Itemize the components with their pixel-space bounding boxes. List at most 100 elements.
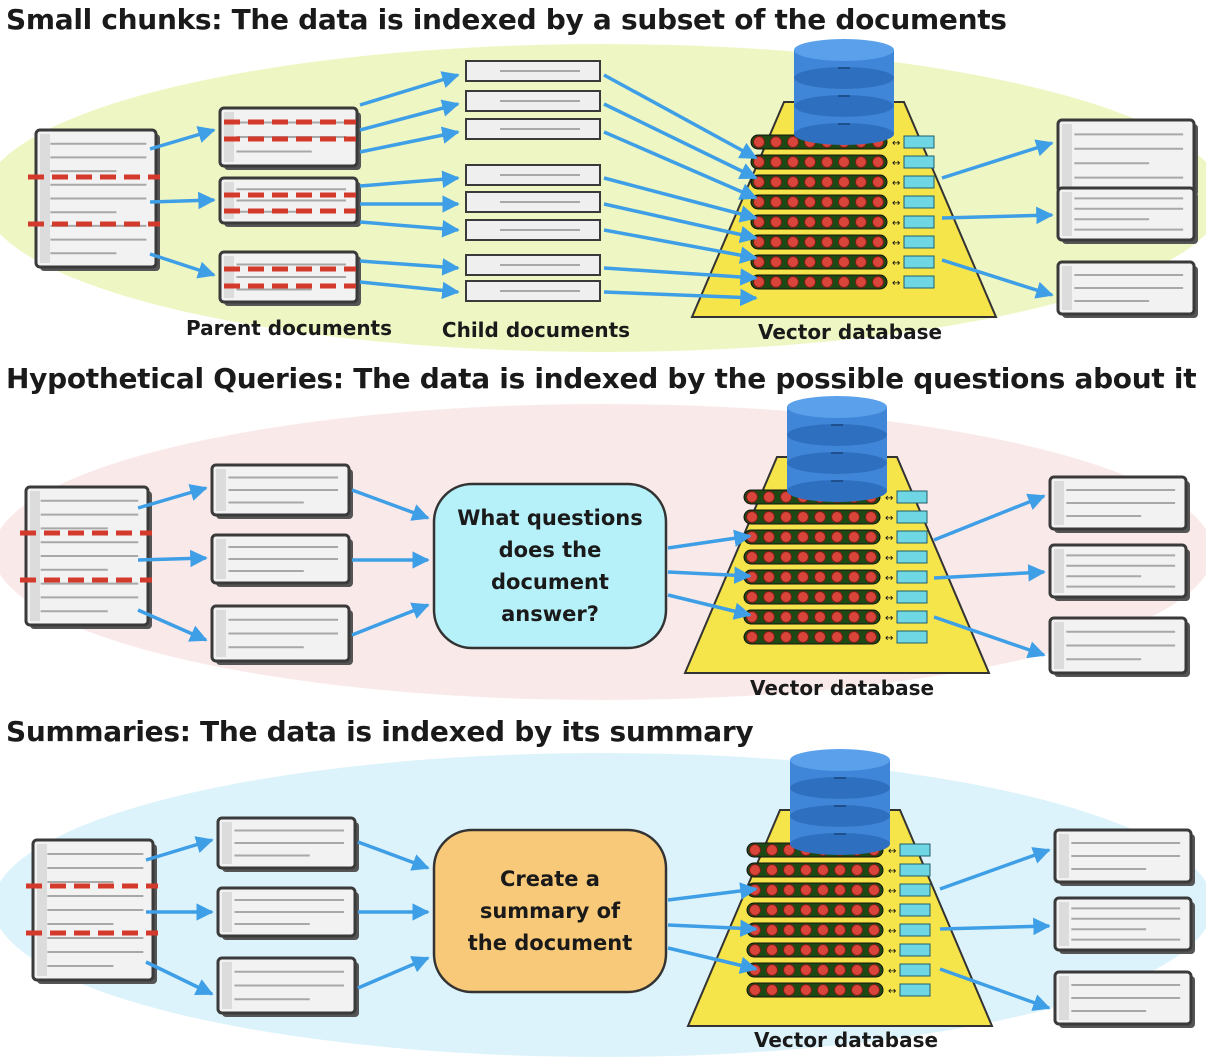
link-glyph: ↔ (892, 258, 900, 269)
vector-cell (834, 904, 846, 916)
vector-cell (865, 511, 877, 523)
vector-cell (855, 236, 867, 248)
doc-margin (216, 469, 226, 511)
link-glyph: ↔ (888, 946, 896, 957)
vector-cell (797, 511, 809, 523)
vector-cell (831, 511, 843, 523)
arrow (939, 917, 1051, 936)
vector-capsule (743, 629, 881, 645)
vector-cell (763, 611, 775, 623)
vector-cell (834, 924, 846, 936)
link-glyph: ↔ (888, 926, 896, 937)
doc-margin (40, 134, 50, 263)
vector-row: ↔ (746, 942, 931, 958)
link-glyph: ↔ (892, 238, 900, 249)
vector-cell (817, 884, 829, 896)
process-box (432, 828, 668, 994)
link-glyph: ↔ (888, 966, 896, 977)
vector-cell (814, 571, 826, 583)
arrow (603, 202, 758, 244)
vector-cell (766, 944, 778, 956)
vector-capsule (746, 942, 884, 958)
cylinder-top (794, 39, 894, 61)
vector-tag (899, 943, 931, 957)
doc-margin (216, 539, 226, 579)
process-text: Create a (500, 867, 600, 891)
vector-cell (787, 216, 799, 228)
doc-margin (222, 892, 232, 932)
vector-cell (851, 884, 863, 896)
section-bg-small-chunks (0, 44, 1206, 352)
vector-cell (780, 531, 792, 543)
vector-cell (817, 964, 829, 976)
arrow (941, 258, 1054, 299)
vector-cell (838, 196, 850, 208)
vector-cell (780, 631, 792, 643)
link-glyph: ↔ (892, 218, 900, 229)
arrow (351, 602, 430, 637)
vector-database-2: ↔↔↔↔↔↔↔↔ (683, 456, 991, 674)
vector-cell (780, 491, 792, 503)
vector-database-1: ↔↔↔↔↔↔↔↔ (690, 101, 998, 318)
link-glyph: ↔ (888, 986, 896, 997)
vector-row: ↔ (746, 962, 931, 978)
arrow (149, 126, 216, 151)
vector-cell (872, 156, 884, 168)
vector-capsule (750, 174, 888, 190)
vector-row: ↔ (743, 529, 928, 545)
vector-cell (872, 256, 884, 268)
label-vector-database-2: Vector database (750, 676, 934, 700)
link-glyph: ↔ (885, 613, 893, 624)
arrow (603, 176, 758, 223)
vector-cell (783, 864, 795, 876)
doc-page (1053, 896, 1193, 952)
child-doc (465, 90, 601, 112)
doc-page (1056, 186, 1196, 242)
vector-cell (800, 864, 812, 876)
vector-tag (896, 610, 928, 624)
doc-margin (1059, 976, 1069, 1020)
doc-margin (1062, 124, 1072, 188)
vector-cell (848, 571, 860, 583)
vector-tag (903, 175, 935, 189)
vector-cell (814, 551, 826, 563)
vector-row: ↔ (743, 629, 928, 645)
arrow (939, 967, 1051, 1011)
result-doc-3 (1056, 260, 1198, 318)
link-glyph: ↔ (885, 533, 893, 544)
arrow (933, 493, 1046, 542)
doc-chunk-4 (216, 816, 359, 872)
vector-cell (814, 591, 826, 603)
vector-cell (848, 511, 860, 523)
vector-cell (817, 984, 829, 996)
vector-cell (783, 944, 795, 956)
vector-row: ↔ (750, 214, 935, 230)
section-title-summaries: Summaries: The data is indexed by its su… (6, 715, 754, 748)
vector-cell (848, 551, 860, 563)
vector-tag (899, 923, 931, 937)
vector-capsule (743, 549, 881, 565)
vector-cell (831, 611, 843, 623)
vector-cell (787, 156, 799, 168)
vector-tag (903, 235, 935, 249)
vector-cell (865, 571, 877, 583)
vector-row: ↔ (746, 862, 931, 878)
vector-row: ↔ (743, 569, 928, 585)
link-glyph: ↔ (885, 553, 893, 564)
vector-cell (800, 944, 812, 956)
arrow (351, 488, 430, 521)
vector-cell (838, 156, 850, 168)
doc-margin (222, 822, 232, 864)
doc-margin (1059, 834, 1069, 878)
vector-row: ↔ (746, 922, 931, 938)
vector-cell (851, 944, 863, 956)
vector-cell (821, 276, 833, 288)
vector-cell (753, 136, 765, 148)
vector-cell (848, 611, 860, 623)
vector-cell (821, 256, 833, 268)
cylinder-edge (787, 480, 887, 502)
vector-cell (848, 631, 860, 643)
link-glyph: ↔ (892, 138, 900, 149)
doc-margin (224, 182, 234, 219)
